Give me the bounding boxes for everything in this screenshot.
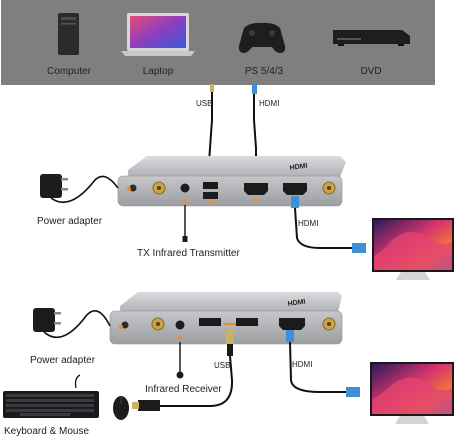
dvd-label: DVD <box>360 66 381 77</box>
dvd-player-icon <box>333 30 410 46</box>
keyboard-icon <box>3 374 99 418</box>
computer-label: Computer <box>47 66 92 77</box>
monitor-icon-1 <box>372 218 454 280</box>
transmitter-logo: HDMI <box>289 163 308 172</box>
rx-ir-jack <box>175 320 185 330</box>
hdmi-top-label: HDMI <box>259 99 279 108</box>
rx-power-label: Power adapter <box>30 355 96 366</box>
keyboard-mouse-label: Keyboard & Mouse <box>4 426 89 437</box>
rx-hdmi-out-port <box>279 318 305 330</box>
tx-hdmi-label: HDMI <box>298 219 318 228</box>
computer-icon <box>58 13 79 55</box>
rx-indicator-power <box>119 325 123 329</box>
power-adapter-icon-1 <box>40 174 119 203</box>
rx-usb-label: USB <box>214 361 230 370</box>
usb-top-label: USB <box>196 99 212 108</box>
receiver-logo: HDMI <box>287 299 306 308</box>
tx-indicator-usb <box>208 199 214 205</box>
ps-label: PS 5/4/3 <box>245 66 284 77</box>
rx-indicator-usb <box>224 323 236 325</box>
hdmi-cable-tx-out <box>291 196 366 253</box>
tx-usb-port-bottom <box>203 192 218 199</box>
laptop-icon <box>121 13 195 56</box>
mouse-icon <box>113 396 129 420</box>
rx-usb-port-1 <box>199 318 221 326</box>
tx-ir-label: TX Infrared Transmitter <box>137 248 240 259</box>
rx-indicator-ir <box>177 335 183 341</box>
transmitter-device: HDMI <box>117 156 346 207</box>
rx-usb-port-2 <box>236 318 258 326</box>
rx-power-port <box>121 321 129 329</box>
power-adapter-icon-2 <box>33 308 111 339</box>
rx-ir-label: Infrared Receiver <box>145 384 222 395</box>
monitor-icon-2 <box>370 362 454 424</box>
tx-power-port <box>129 184 137 192</box>
game-controller-icon <box>238 22 286 53</box>
ir-receiver-cable <box>176 342 184 379</box>
hdmi-cable-rx-out <box>286 330 360 397</box>
usb-cable-rx <box>132 330 234 411</box>
ir-transmitter-cable <box>182 205 188 242</box>
tx-indicator-hdmi <box>253 197 259 203</box>
tx-indicator-power <box>127 187 131 191</box>
laptop-label: Laptop <box>143 66 174 77</box>
receiver-device: HDMI <box>109 292 343 345</box>
tx-hdmi-in-port <box>244 183 268 195</box>
tx-ir-jack <box>180 183 190 193</box>
tx-usb-port-top <box>203 182 218 189</box>
tx-hdmi-out-port <box>283 183 307 195</box>
tx-power-label: Power adapter <box>37 216 103 227</box>
rx-hdmi-label: HDMI <box>292 360 312 369</box>
tx-indicator-ir <box>182 198 188 204</box>
